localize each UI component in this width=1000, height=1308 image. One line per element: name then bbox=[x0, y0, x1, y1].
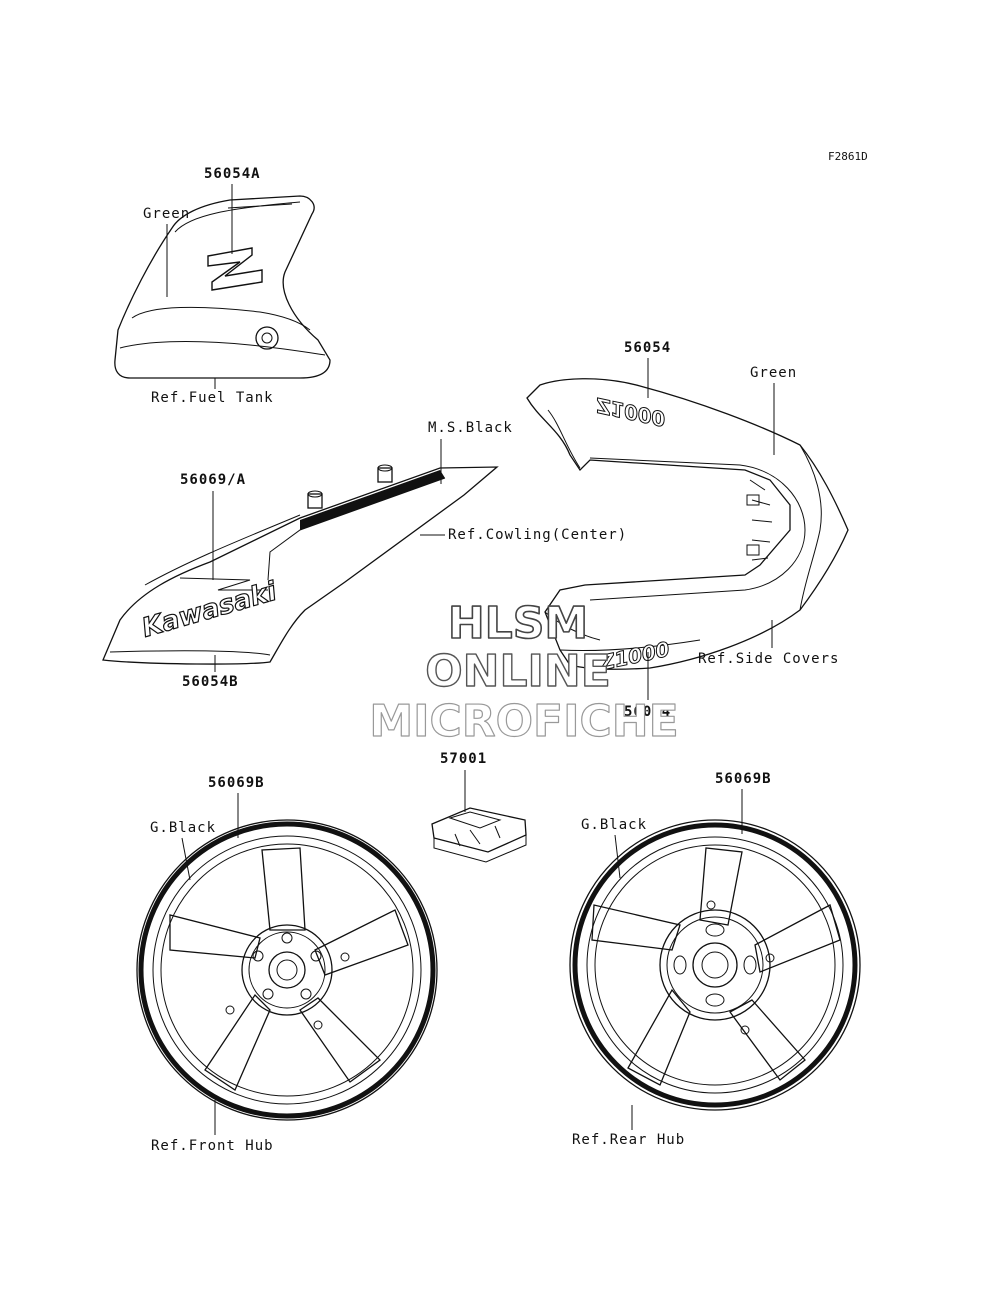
part-56054-top-label: 56054 bbox=[624, 340, 671, 356]
ref-front-hub-label: Ref.Front Hub bbox=[151, 1138, 274, 1154]
cowling-decal: Kawasaki bbox=[102, 464, 499, 665]
gblack-left-label: G.Black bbox=[150, 820, 216, 836]
ref-cowling-label: Ref.Cowling(Center) bbox=[448, 527, 627, 543]
kawasaki-decal-text: Kawasaki bbox=[139, 576, 281, 643]
watermark-line2: ONLINE bbox=[425, 646, 611, 697]
rear-wheel bbox=[569, 819, 861, 1111]
watermark: HLSM ONLINE MICROFICHE bbox=[369, 597, 680, 747]
green-tank-label: Green bbox=[143, 206, 190, 222]
green-tail-label: Green bbox=[750, 365, 797, 381]
part-56054A-label: 56054A bbox=[204, 166, 261, 182]
front-spokes bbox=[169, 847, 409, 1091]
ref-fuel-tank-label: Ref.Fuel Tank bbox=[151, 390, 274, 406]
ref-side-covers-label: Ref.Side Covers bbox=[698, 651, 839, 667]
part-56069B-left-label: 56069B bbox=[208, 775, 265, 791]
ms-black-label: M.S.Black bbox=[428, 420, 513, 436]
z-logo-icon bbox=[207, 247, 263, 291]
part-56054-bottom-label: 56054 bbox=[624, 704, 671, 720]
gblack-right-label: G.Black bbox=[581, 817, 647, 833]
part-56054B-label: 56054B bbox=[182, 674, 239, 690]
clip-57001 bbox=[431, 807, 527, 863]
z1000-top-text: Z1000 bbox=[593, 393, 668, 431]
ref-rear-hub-label: Ref.Rear Hub bbox=[572, 1132, 685, 1148]
front-wheel bbox=[136, 819, 438, 1121]
part-56069B-right-label: 56069B bbox=[715, 771, 772, 787]
watermark-line3: MICROFICHE bbox=[369, 696, 678, 747]
figure-id: F2861D bbox=[828, 150, 868, 163]
watermark-line1: HLSM bbox=[448, 598, 588, 649]
part-57001-label: 57001 bbox=[440, 751, 487, 767]
part-56069A-label: 56069/A bbox=[180, 472, 246, 488]
fuel-tank-decal bbox=[114, 195, 331, 379]
